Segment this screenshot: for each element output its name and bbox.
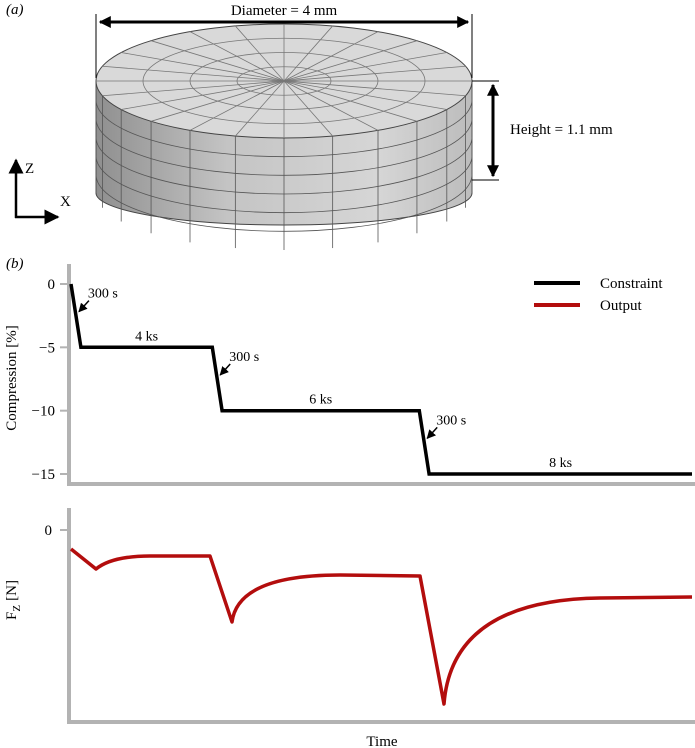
hold-label-2: 8 ks — [549, 456, 572, 471]
panel-a-label: (a) — [6, 2, 24, 18]
panel-b-label: (b) — [6, 256, 24, 272]
height-dimension: Height = 1.1 mm — [472, 80, 613, 181]
panel-a: (a) Diameter = 4 mm Height = 1.1 mm Z X — [6, 2, 613, 250]
compression-y-tick-label-3: −15 — [32, 467, 55, 483]
ramp-label-2: 300 s — [436, 413, 466, 428]
compression-y-tick-label-1: −5 — [39, 340, 55, 356]
force-y-label-main: F — [4, 612, 20, 620]
compression-annotations: 300 s 300 s 300 s 4 ks 6 ks 8 ks — [78, 287, 572, 471]
side-ring-5 — [95, 174, 473, 232]
x-axis-label: Time — [366, 734, 397, 748]
cylinder-top-mesh — [96, 24, 472, 138]
ramp-arrow-0 — [78, 300, 90, 313]
compression-y-tick-label-0: 0 — [48, 277, 56, 293]
ramp-arrow-2 — [426, 426, 438, 439]
legend: Constraint Output — [534, 276, 663, 314]
force-y-tick-label-0: 0 — [45, 523, 53, 539]
constraint-line — [69, 283, 692, 476]
compression-series — [69, 283, 692, 476]
compression-y-tick-label-2: −10 — [32, 404, 55, 420]
force-chart: 0 FZ [N] — [4, 508, 695, 724]
axis-x-label: X — [60, 194, 71, 210]
diameter-label: Diameter = 4 mm — [231, 3, 338, 19]
cylinder-side-mesh — [95, 81, 473, 250]
diameter-dimension: Diameter = 4 mm — [95, 3, 473, 78]
height-label: Height = 1.1 mm — [510, 122, 613, 138]
side-ring-2 — [95, 118, 473, 176]
legend-label-output: Output — [600, 298, 643, 314]
ramp-arrow-1 — [219, 363, 231, 376]
hold-label-1: 6 ks — [309, 393, 332, 408]
hold-label-0: 4 ks — [135, 329, 158, 344]
ramp-label-1: 300 s — [229, 350, 259, 365]
force-y-label-sub: Z — [11, 605, 23, 612]
force-output-line — [69, 547, 693, 706]
ramp-label-0: 300 s — [88, 287, 118, 302]
force-y-label-unit: [N] — [4, 580, 20, 601]
side-ring-1 — [95, 99, 473, 158]
side-ring-4 — [95, 155, 473, 214]
compression-y-label: Compression [%] — [4, 325, 20, 430]
top-radial-11 — [102, 65, 466, 97]
compression-y-ticks: 0 −5 −10 −15 — [32, 277, 69, 483]
side-ring-3 — [95, 136, 473, 195]
force-y-label: FZ [N] — [4, 580, 23, 620]
legend-label-constraint: Constraint — [600, 276, 663, 292]
coordinate-axes: Z X — [8, 158, 71, 225]
axis-z-label: Z — [25, 161, 34, 177]
